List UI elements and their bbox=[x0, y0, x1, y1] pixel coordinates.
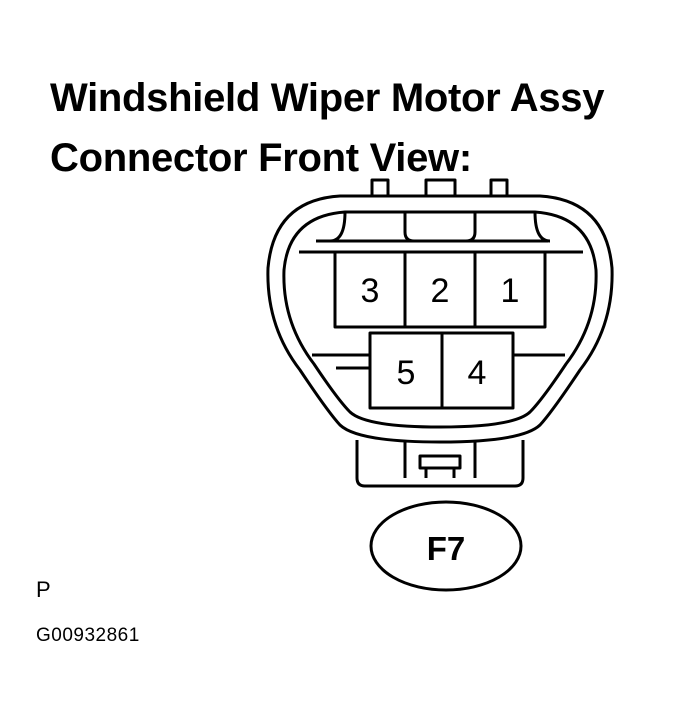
connector-housing-outer bbox=[266, 194, 614, 444]
pin-label-1: 1 bbox=[501, 272, 520, 310]
lock-block-outline bbox=[355, 440, 525, 488]
guide-ridge bbox=[316, 211, 551, 243]
connector-housing-inner bbox=[282, 210, 598, 429]
pin-cavity-4 bbox=[440, 331, 515, 410]
pin-label-4: 4 bbox=[468, 354, 487, 392]
connector-code-label: F7 bbox=[427, 530, 466, 567]
top-tabs bbox=[370, 178, 509, 196]
lock-block bbox=[355, 440, 525, 488]
pin-cavity-1 bbox=[473, 250, 547, 329]
connector-code-oval bbox=[369, 500, 523, 592]
side-letter: P bbox=[36, 577, 51, 602]
pin-label-2: 2 bbox=[431, 272, 450, 310]
lock-latch bbox=[418, 454, 462, 478]
title-line-2: Connector Front View: bbox=[50, 136, 472, 180]
pin-label-3: 3 bbox=[361, 272, 380, 310]
diagram-title: Windshield Wiper Motor Assy Connector Fr… bbox=[50, 68, 604, 188]
tab-center bbox=[424, 178, 457, 196]
title-line-1: Windshield Wiper Motor Assy bbox=[50, 76, 605, 120]
figure-id: G00932861 bbox=[36, 625, 140, 646]
tab-left bbox=[370, 178, 390, 196]
lock-recess bbox=[403, 442, 477, 478]
pin-label-5: 5 bbox=[397, 354, 416, 392]
tab-right bbox=[489, 178, 509, 196]
